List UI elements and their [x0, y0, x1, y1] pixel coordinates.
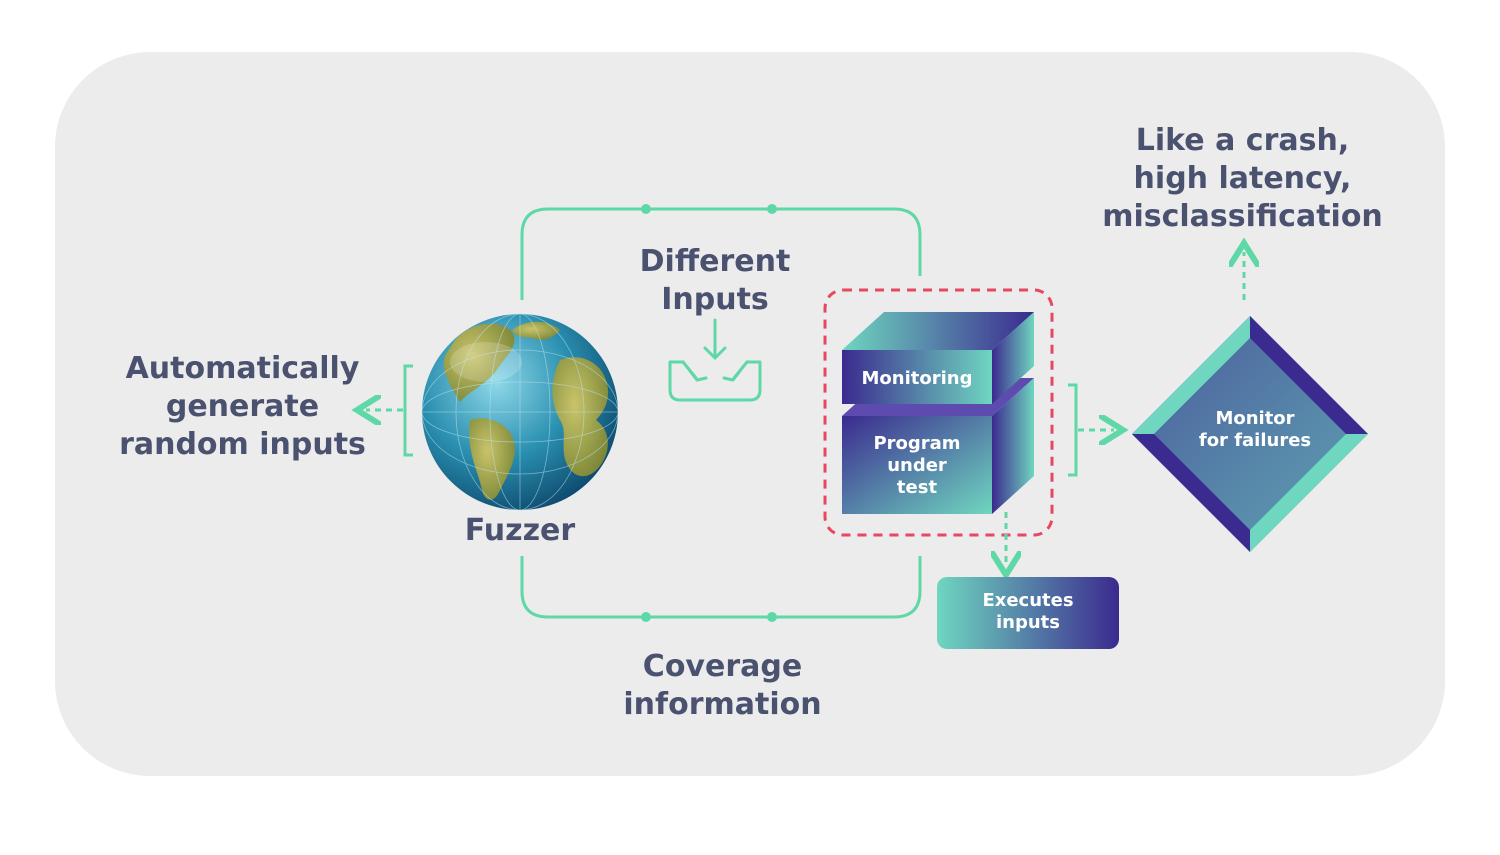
right-bracket: [1068, 383, 1078, 477]
system-boundary: [823, 288, 1054, 537]
monitoring-label: Monitoring: [861, 368, 973, 389]
monitor-diamond: [1132, 316, 1368, 552]
connector-dot: [767, 612, 777, 622]
different-inputs-label: Different Inputs: [639, 244, 791, 317]
executes-inputs-label: Executes inputs: [982, 590, 1074, 633]
loop-bottom-connector: [520, 556, 922, 619]
monitoring-cube: [842, 312, 1034, 404]
executes-inputs-box: [937, 577, 1119, 649]
connector-dot: [767, 204, 777, 214]
failure-examples-label: Like a crash, high latency, misclassific…: [1102, 123, 1383, 234]
connector-dot: [641, 204, 651, 214]
monitor-failures-label: Monitor for failures: [1198, 408, 1312, 451]
loop-top-connector: [520, 207, 922, 300]
auto-generate-label: Automatically generate random inputs: [119, 351, 366, 462]
left-bracket: [403, 364, 413, 457]
fuzzer-label: Fuzzer: [464, 513, 576, 548]
coverage-label: Coverage information: [623, 649, 822, 722]
globe-icon: [421, 313, 619, 511]
program-under-test-label: Program under test: [873, 433, 961, 498]
inbox-icon: [668, 318, 762, 402]
connector-dot: [641, 612, 651, 622]
